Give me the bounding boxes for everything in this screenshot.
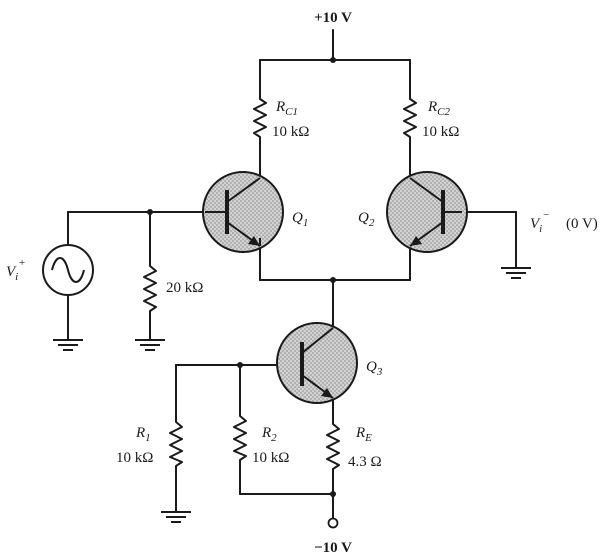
junction-emitters bbox=[330, 277, 336, 283]
supply-top-label: +10 V bbox=[314, 10, 352, 26]
rc1-name: RC1 bbox=[275, 99, 298, 118]
q1-label: Q1 bbox=[292, 210, 308, 229]
vi-minus-note: (0 V) bbox=[566, 216, 598, 232]
q2-label: Q2 bbox=[358, 210, 375, 229]
re-value: 4.3 Ω bbox=[348, 454, 382, 470]
transistor-q3 bbox=[276, 322, 358, 404]
resistor-rc2 bbox=[403, 95, 417, 140]
resistor-r1 bbox=[169, 418, 183, 468]
r1-name: R1 bbox=[135, 425, 151, 444]
rc2-name: RC2 bbox=[427, 99, 451, 118]
rc1-value: 10 kΩ bbox=[272, 124, 309, 140]
junction-q1-base bbox=[147, 209, 153, 215]
junction-top-rail bbox=[330, 57, 336, 63]
r2-value: 10 kΩ bbox=[252, 450, 289, 466]
r-bias-value: 20 kΩ bbox=[166, 280, 203, 296]
ground-source bbox=[53, 339, 83, 351]
rc2-value: 10 kΩ bbox=[422, 124, 459, 140]
resistor-re bbox=[326, 420, 340, 472]
q3-label: Q3 bbox=[366, 359, 383, 378]
ac-source bbox=[42, 244, 94, 296]
resistor-r2 bbox=[233, 412, 247, 462]
junction-dots bbox=[147, 57, 336, 497]
junction-q3-emitter bbox=[330, 491, 336, 497]
vi-minus-label: Vi− bbox=[530, 209, 550, 235]
resistor-rc1 bbox=[253, 95, 267, 140]
re-name: RE bbox=[355, 425, 372, 444]
r2-name: R2 bbox=[261, 425, 277, 444]
transistor-q2 bbox=[386, 171, 468, 253]
ground-q2-base bbox=[501, 267, 531, 279]
transistor-q1 bbox=[202, 171, 284, 253]
junction-q3-base bbox=[237, 362, 243, 368]
resistor-20k bbox=[143, 262, 157, 315]
r1-value: 10 kΩ bbox=[116, 450, 153, 466]
negative-supply-terminal bbox=[327, 517, 339, 529]
ground-20k bbox=[135, 339, 165, 351]
vi-plus-label: Vi+ bbox=[6, 257, 26, 283]
sine-wave-icon bbox=[51, 257, 85, 283]
ground-r1 bbox=[161, 511, 191, 523]
wiring bbox=[67, 29, 517, 519]
supply-bottom-label: −10 V bbox=[314, 540, 352, 556]
